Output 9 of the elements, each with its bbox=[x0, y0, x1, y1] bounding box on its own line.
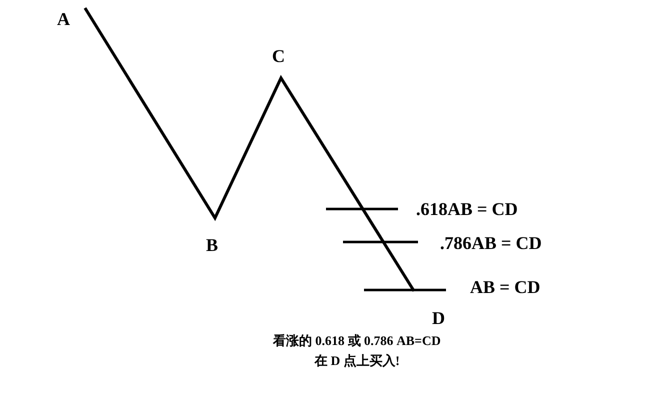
ratio-label: AB = CD bbox=[470, 278, 540, 296]
caption-text: 在 D 点上买入! bbox=[314, 354, 400, 367]
point-label: D bbox=[432, 309, 445, 327]
point-label: A bbox=[57, 10, 70, 28]
point-label: C bbox=[272, 47, 285, 65]
ratio-label: .618AB = CD bbox=[416, 200, 518, 218]
ratio-label: .786AB = CD bbox=[440, 234, 542, 252]
point-label: B bbox=[206, 236, 218, 254]
caption-text: 看涨的 0.618 或 0.786 AB=CD bbox=[273, 334, 441, 347]
